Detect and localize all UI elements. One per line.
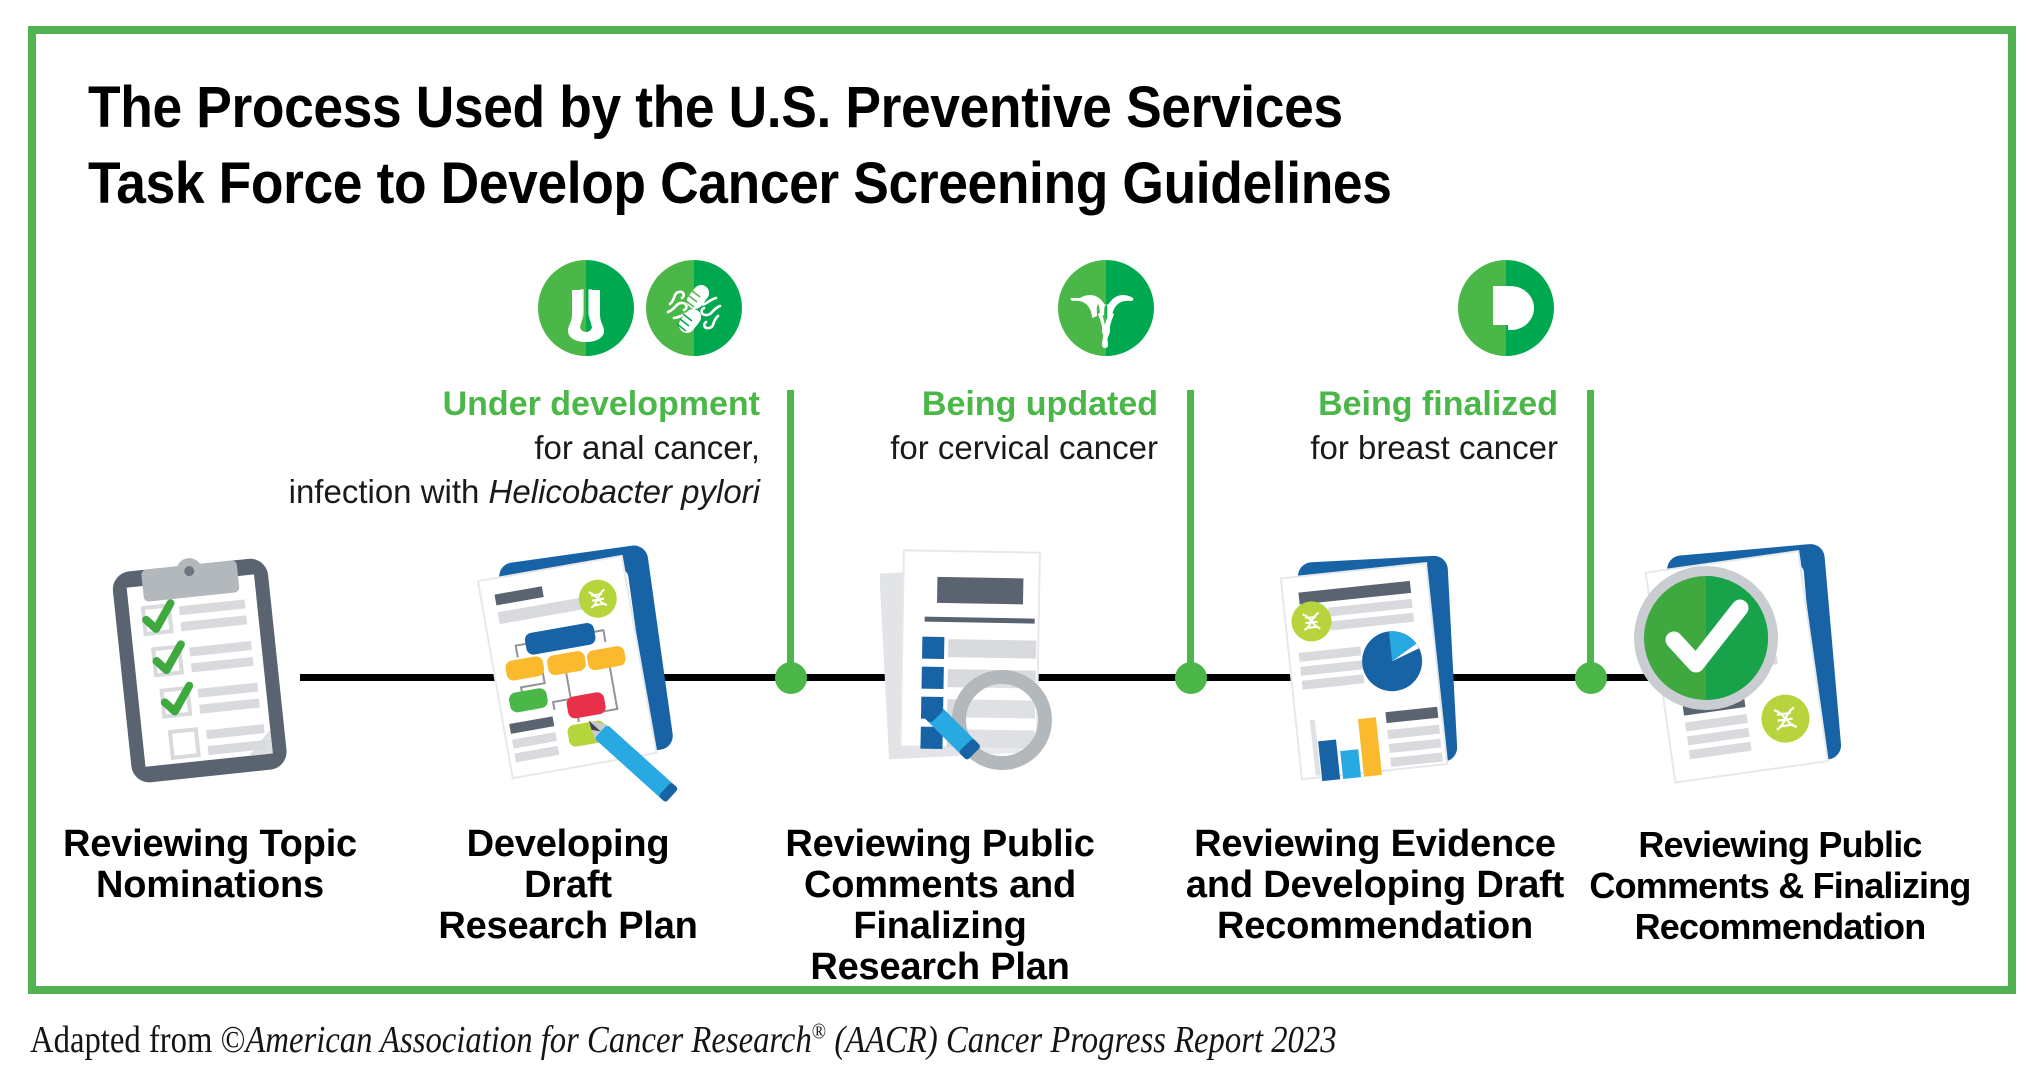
h-pylori-bacteria-icon (646, 260, 742, 356)
caption-reviewing-public-comments-finalizing-recommendation: Reviewing Public Comments & Finalizing R… (1580, 824, 1980, 947)
attribution-footer: Adapted from ©American Association for C… (30, 1018, 1337, 1062)
detail-prefix: infection with (288, 473, 489, 510)
caption-reviewing-topic-nominations: Reviewing Topic Nominations (60, 824, 360, 906)
caption-line-1: Reviewing Topic (62, 823, 357, 865)
green-border-frame (28, 26, 2016, 994)
status-detail-being-updated: for cervical cancer (890, 429, 1158, 466)
status-icons-being-updated (1058, 260, 1154, 356)
timeline-connector-under-development (787, 390, 794, 675)
caption-line-2: and Developing Draft (1185, 864, 1565, 906)
footer-organization: American Association for Cancer Research (245, 1019, 812, 1061)
footer-suffix: (AACR) Cancer Progress Report 2023 (826, 1019, 1337, 1061)
caption-line-1: Developing Draft (466, 823, 670, 906)
caption-line-2: Research Plan (438, 905, 698, 947)
anus-rectum-icon (538, 260, 634, 356)
timeline-node-under-development[interactable] (775, 662, 807, 694)
caption-line-2: Nominations (96, 864, 324, 906)
timeline-connector-being-finalized (1587, 390, 1594, 675)
footer-prefix: Adapted from © (30, 1019, 246, 1061)
status-icons-being-finalized (1458, 260, 1554, 356)
title-line-1: The Process Used by the U.S. Preventive … (88, 75, 1343, 140)
caption-reviewing-evidence-draft-recommendation: Reviewing Evidence and Developing Draft … (1180, 824, 1570, 947)
status-label-being-updated: Being updated for cervical cancer (800, 382, 1158, 470)
caption-developing-draft-research-plan: Developing Draft Research Plan (418, 824, 718, 947)
status-headline-being-updated: Being updated (921, 385, 1158, 423)
documents-magnifier-icon (879, 530, 1140, 815)
breast-icon (1458, 260, 1554, 356)
status-detail-under-development-line2: infection with Helicobacter pylori (180, 470, 760, 514)
caption-line-1: Reviewing Public (1638, 824, 1922, 865)
registered-trademark-symbol: ® (811, 1018, 827, 1044)
caption-line-2: Comments & Finalizing (1589, 865, 1971, 906)
status-icons-under-development (538, 260, 742, 356)
caption-line-1: Reviewing Evidence (1194, 823, 1556, 865)
caption-line-3: Recommendation (1216, 905, 1534, 947)
title-line-2: Task Force to Develop Cancer Screening G… (88, 151, 1392, 216)
caption-line-2: Comments and Finalizing (803, 864, 1077, 947)
research-plan-flowchart-icon (465, 540, 725, 825)
caption-line-1: Reviewing Public (785, 823, 1095, 865)
caption-reviewing-public-comments-research-plan: Reviewing Public Comments and Finalizing… (730, 824, 1150, 988)
status-detail-being-finalized: for breast cancer (1310, 429, 1558, 466)
timeline-connector-being-updated (1187, 390, 1194, 675)
status-headline-being-finalized: Being finalized (1318, 385, 1558, 423)
status-label-being-finalized: Being finalized for breast cancer (1210, 382, 1558, 470)
detail-italic-species: Helicobacter pylori (488, 473, 760, 510)
evidence-report-charts-icon (1265, 540, 1525, 815)
status-detail-under-development-line1: for anal cancer, (534, 429, 760, 466)
clipboard-checklist-icon (80, 548, 330, 803)
caption-line-3: Research Plan (810, 946, 1070, 988)
timeline-axis (300, 674, 1810, 681)
timeline-node-being-finalized[interactable] (1575, 662, 1607, 694)
approved-document-check-icon (1598, 528, 1888, 818)
page-title: The Process Used by the U.S. Preventive … (88, 70, 1707, 222)
caption-line-3: Recommendation (1634, 906, 1927, 947)
timeline-node-being-updated[interactable] (1175, 662, 1207, 694)
status-headline-under-development: Under development (442, 385, 760, 423)
uterus-cervix-icon (1058, 260, 1154, 356)
status-label-under-development: Under development for anal cancer, infec… (180, 382, 760, 514)
